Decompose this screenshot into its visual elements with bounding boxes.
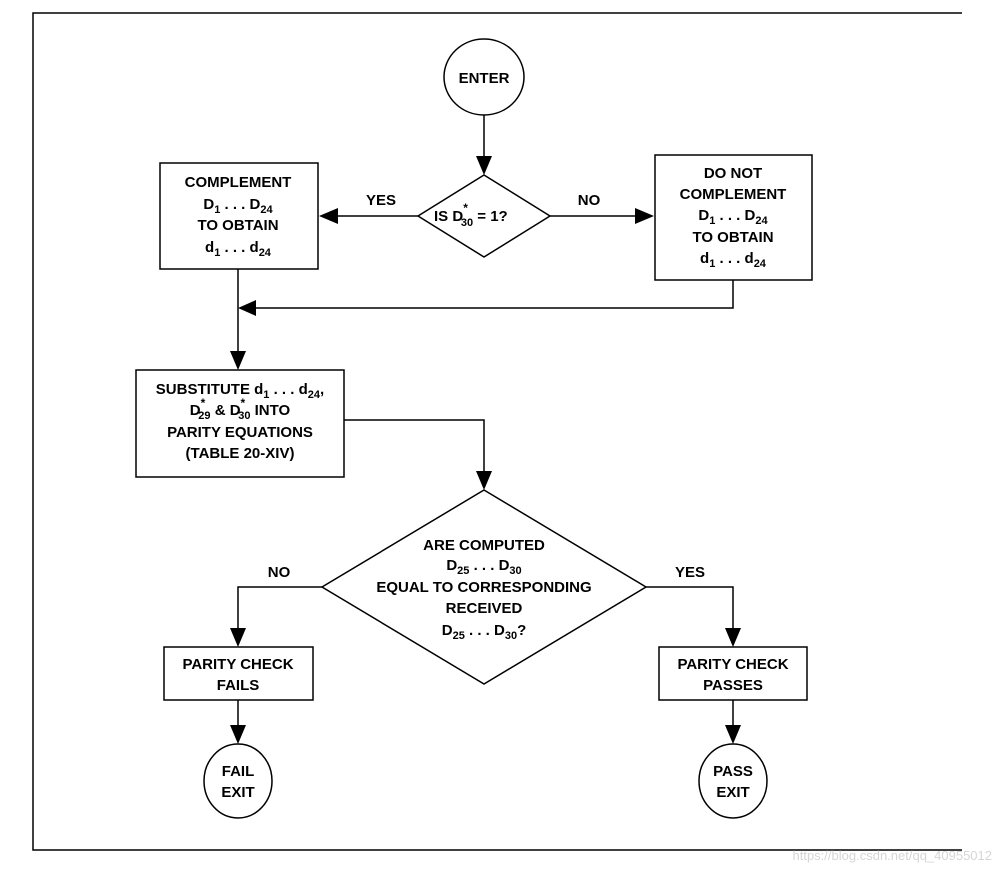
decision-parity-compare — [320, 489, 648, 685]
arrow-enter-decision1 — [476, 156, 492, 175]
substitute-box — [135, 369, 345, 478]
arrow-substitute — [230, 351, 246, 370]
no2-label: NO — [268, 564, 291, 581]
pass-exit-line1: PASS — [713, 763, 753, 780]
do-not-complement-box — [654, 154, 813, 281]
connector-no-complement-merge — [256, 280, 734, 309]
pass-exit-terminal — [698, 743, 768, 819]
no1-label: NO — [578, 192, 601, 209]
connector-no2 — [237, 586, 322, 628]
fail-exit-line1: FAIL — [222, 763, 255, 780]
no-complement-line3: D1 . . . D24 — [698, 207, 768, 227]
pass-box-line1: PARITY CHECK — [677, 656, 788, 673]
decision2-line4: RECEIVED — [446, 600, 523, 617]
decision1-sub: 30 — [461, 217, 473, 229]
decision1-sup: * — [463, 201, 468, 215]
arrow-pass-exit — [725, 725, 741, 744]
complement-box — [159, 162, 319, 270]
decision-d30-label: IS D* 30 = 1? — [434, 201, 508, 229]
substitute-line4: (TABLE 20-XIV) — [186, 445, 295, 462]
decision2-line5: D25 . . . D30? — [442, 622, 527, 642]
complement-line4: d1 . . . d24 — [205, 239, 272, 259]
arrow-yes1 — [319, 208, 338, 224]
substitute-line2: D*29 & D*30 INTO — [190, 396, 291, 422]
decision-d30 — [416, 174, 552, 258]
complement-line3: TO OBTAIN — [197, 217, 278, 234]
arrow-fail-exit — [230, 725, 246, 744]
arrow-decision2 — [476, 471, 492, 490]
connector-yes2 — [646, 586, 734, 628]
parity-check-fails-box — [163, 646, 314, 701]
watermark-text: https://blog.csdn.net/qq_40955012 — [793, 848, 993, 863]
complement-line2: D1 . . . D24 — [203, 196, 273, 216]
decision1-post: = 1? — [473, 208, 508, 225]
connector-substitute-decision2 — [344, 419, 485, 471]
fail-exit-line2: EXIT — [221, 784, 254, 801]
no-complement-line5: d1 . . . d24 — [700, 250, 767, 270]
no-complement-line1: DO NOT — [704, 165, 762, 182]
decision2-line3: EQUAL TO CORRESPONDING — [376, 579, 591, 596]
enter-label: ENTER — [459, 70, 510, 87]
decision2-line2: D25 . . . D30 — [446, 557, 521, 577]
fail-exit-terminal — [203, 743, 273, 819]
decision1-pre: IS D — [434, 208, 463, 225]
no-complement-line4: TO OBTAIN — [692, 229, 773, 246]
substitute-line3: PARITY EQUATIONS — [167, 424, 313, 441]
yes1-label: YES — [366, 192, 396, 209]
yes2-label: YES — [675, 564, 705, 581]
pass-box-line2: PASSES — [703, 677, 763, 694]
outer-frame — [32, 12, 962, 851]
decision2-line1: ARE COMPUTED — [423, 537, 545, 554]
fail-box-line1: PARITY CHECK — [182, 656, 293, 673]
parity-check-passes-box — [658, 646, 808, 701]
fail-box-line2: FAILS — [217, 677, 260, 694]
complement-line1: COMPLEMENT — [185, 174, 292, 191]
substitute-line1: SUBSTITUTE d1 . . . d24, — [156, 381, 324, 401]
arrow-no2 — [230, 628, 246, 647]
arrow-merge — [238, 300, 256, 316]
pass-exit-line2: EXIT — [716, 784, 749, 801]
no-complement-line2: COMPLEMENT — [680, 186, 787, 203]
arrow-yes2 — [725, 628, 741, 647]
arrow-no1 — [635, 208, 654, 224]
